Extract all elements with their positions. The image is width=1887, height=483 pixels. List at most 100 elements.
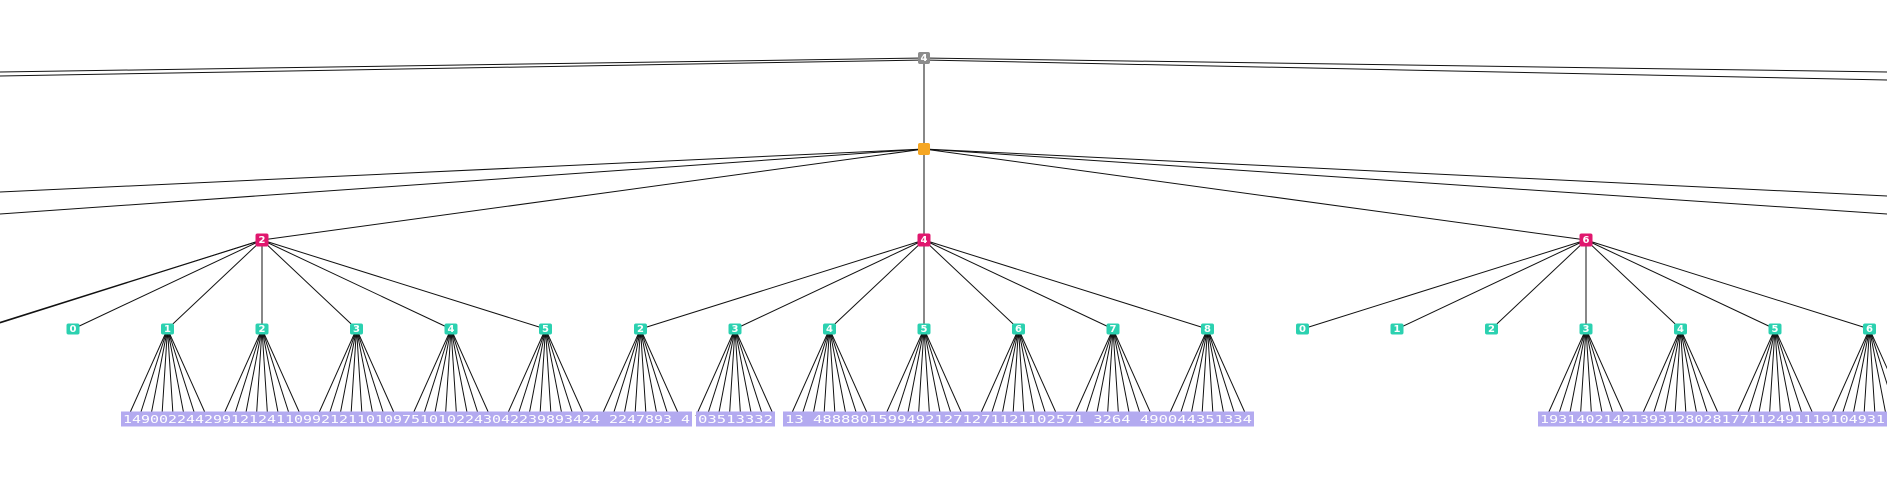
child-node-0-2-label: 1 xyxy=(164,324,171,335)
child-node-2-0-label: 0 xyxy=(1299,324,1306,335)
edge-leaf-1-1-2 xyxy=(717,328,736,417)
group-node-2: 6 xyxy=(1579,233,1593,247)
edge-leaf-2-5-0 xyxy=(1735,328,1776,417)
group-node-2-label: 6 xyxy=(1583,235,1590,246)
edge-leaf-2-6-4 xyxy=(1869,328,1876,417)
child-node-1-2-label: 4 xyxy=(826,324,833,335)
child-node-1-2-box xyxy=(823,323,836,335)
edge-group-2-child-6 xyxy=(1585,239,1870,330)
edge-leaf-0-4-4 xyxy=(356,328,363,417)
edge-leaf-1-4-5 xyxy=(1018,328,1036,417)
child-node-2-6-box xyxy=(1863,323,1876,335)
edge-leaf-0-2-7 xyxy=(167,328,207,417)
child-node-0-5: 4 xyxy=(444,323,458,335)
group-node-1: 4 xyxy=(917,233,931,247)
edge-leaf-1-0-2 xyxy=(623,328,641,417)
offscreen-edge-right-b xyxy=(923,59,1887,81)
edge-leaf-0-6-5 xyxy=(545,328,563,417)
edge-leaf-1-1-3 xyxy=(728,328,736,417)
edge-leaf-1-6-3 xyxy=(1201,328,1208,417)
child-node-1-5: 7 xyxy=(1106,323,1120,335)
edge-leaf-0-3-0 xyxy=(222,328,263,417)
edge-leaf-1-3-7 xyxy=(923,328,964,417)
child-node-2-3-box xyxy=(1579,323,1593,335)
edge-leaf-0-2-5 xyxy=(167,328,185,417)
group-node-0: 2 xyxy=(255,233,269,247)
root-node: 4 xyxy=(918,52,930,64)
child-node-2-5-box xyxy=(1768,323,1782,335)
edge-leaf-0-4-2 xyxy=(339,328,357,417)
edge-leaf-0-3-6 xyxy=(261,328,291,417)
level1-node-box xyxy=(918,143,930,155)
edge-group-0-child-2 xyxy=(167,239,263,330)
edge-leaf-2-3-0 xyxy=(1546,328,1587,417)
edge-leaf-1-5-6 xyxy=(1112,328,1142,417)
child-node-0-2: 1 xyxy=(161,323,174,335)
edge-leaf-2-5-1 xyxy=(1746,328,1776,417)
group-node-1-label: 4 xyxy=(921,235,928,246)
edge-leaf-2-4-0 xyxy=(1641,328,1681,417)
child-node-1-4-box xyxy=(1012,323,1025,335)
leaf-band-3: 19314021421393128028177112491119104931 xyxy=(1538,411,1887,427)
group-node-1-box xyxy=(917,233,931,247)
leaf-band-2: 13 48888015994921271271121102571 3264 49… xyxy=(783,411,1254,427)
edge-leaf-1-1-7 xyxy=(734,328,775,417)
leaf-band-bg-2 xyxy=(783,411,1254,427)
edge-group-0-child-1 xyxy=(72,239,263,330)
edge-leaf-0-6-2 xyxy=(528,328,546,417)
edge-leaf-2-5-7 xyxy=(1774,328,1815,417)
edge-leaf-1-2-6 xyxy=(829,328,858,417)
offscreen-edge-left-a xyxy=(0,57,925,73)
edge-level1-group-2 xyxy=(923,148,1587,241)
edge-leaf-0-6-6 xyxy=(545,328,574,417)
edge-leaf-1-4-7 xyxy=(1018,328,1058,417)
child-node-1-1-label: 3 xyxy=(732,324,739,335)
child-node-1-3-label: 5 xyxy=(921,324,928,335)
root-node-label: 4 xyxy=(921,53,928,64)
child-node-2-1-label: 1 xyxy=(1394,324,1401,335)
edge-group-0-child-5 xyxy=(261,239,452,330)
edge-leaf-0-5-7 xyxy=(450,328,491,417)
offscreen-edge-right-a xyxy=(923,57,1887,73)
edge-leaf-0-6-4 xyxy=(545,328,552,417)
child-node-2-1-box xyxy=(1390,323,1404,335)
edge-leaf-1-6-7 xyxy=(1207,328,1247,417)
edge-leaf-1-1-4 xyxy=(734,328,742,417)
child-node-2-1: 1 xyxy=(1390,323,1404,335)
edge-leaf-2-6-3 xyxy=(1863,328,1870,417)
edge-leaf-0-4-6 xyxy=(356,328,385,417)
edge-leaf-0-5-3 xyxy=(444,328,452,417)
edge-leaf-1-2-7 xyxy=(829,328,869,417)
child-node-0-5-label: 4 xyxy=(448,324,455,335)
child-node-0-1-box xyxy=(66,323,80,335)
edge-leaf-1-2-0 xyxy=(790,328,830,417)
edge-leaf-1-5-5 xyxy=(1112,328,1131,417)
child-node-1-6-box xyxy=(1201,323,1214,335)
edge-leaf-0-2-0 xyxy=(128,328,168,417)
edge-leaf-0-2-4 xyxy=(167,328,174,417)
edge-leaf-0-3-7 xyxy=(261,328,302,417)
edge-leaf-1-3-3 xyxy=(917,328,925,417)
edge-leaf-1-4-3 xyxy=(1012,328,1019,417)
child-node-0-3-label: 2 xyxy=(259,324,266,335)
leaf-band-text-0: 1490022442991212411099212110109751010224… xyxy=(123,413,690,426)
child-node-0-1: 0 xyxy=(66,323,80,335)
leaf-band-text-3: 19314021421393128028177112491119104931 xyxy=(1540,413,1885,426)
edge-leaf-0-3-3 xyxy=(255,328,263,417)
edge-group-2-child-4 xyxy=(1585,239,1681,330)
edge-leaf-1-6-6 xyxy=(1207,328,1236,417)
edge-leaf-2-4-1 xyxy=(1652,328,1681,417)
edge-leaf-1-3-4 xyxy=(923,328,931,417)
child-node-1-0-label: 2 xyxy=(637,324,644,335)
child-node-0-1-label: 0 xyxy=(70,324,77,335)
leaf-band-text-1: 03513332 xyxy=(698,413,773,426)
child-node-2-2: 2 xyxy=(1485,323,1498,335)
edge-leaf-2-4-4 xyxy=(1680,328,1687,417)
edge-leaf-0-3-5 xyxy=(261,328,280,417)
edge-leaf-1-0-3 xyxy=(634,328,641,417)
child-node-2-4-label: 4 xyxy=(1677,324,1684,335)
edge-leaf-0-4-3 xyxy=(350,328,357,417)
edge-leaf-2-6-2 xyxy=(1852,328,1870,417)
